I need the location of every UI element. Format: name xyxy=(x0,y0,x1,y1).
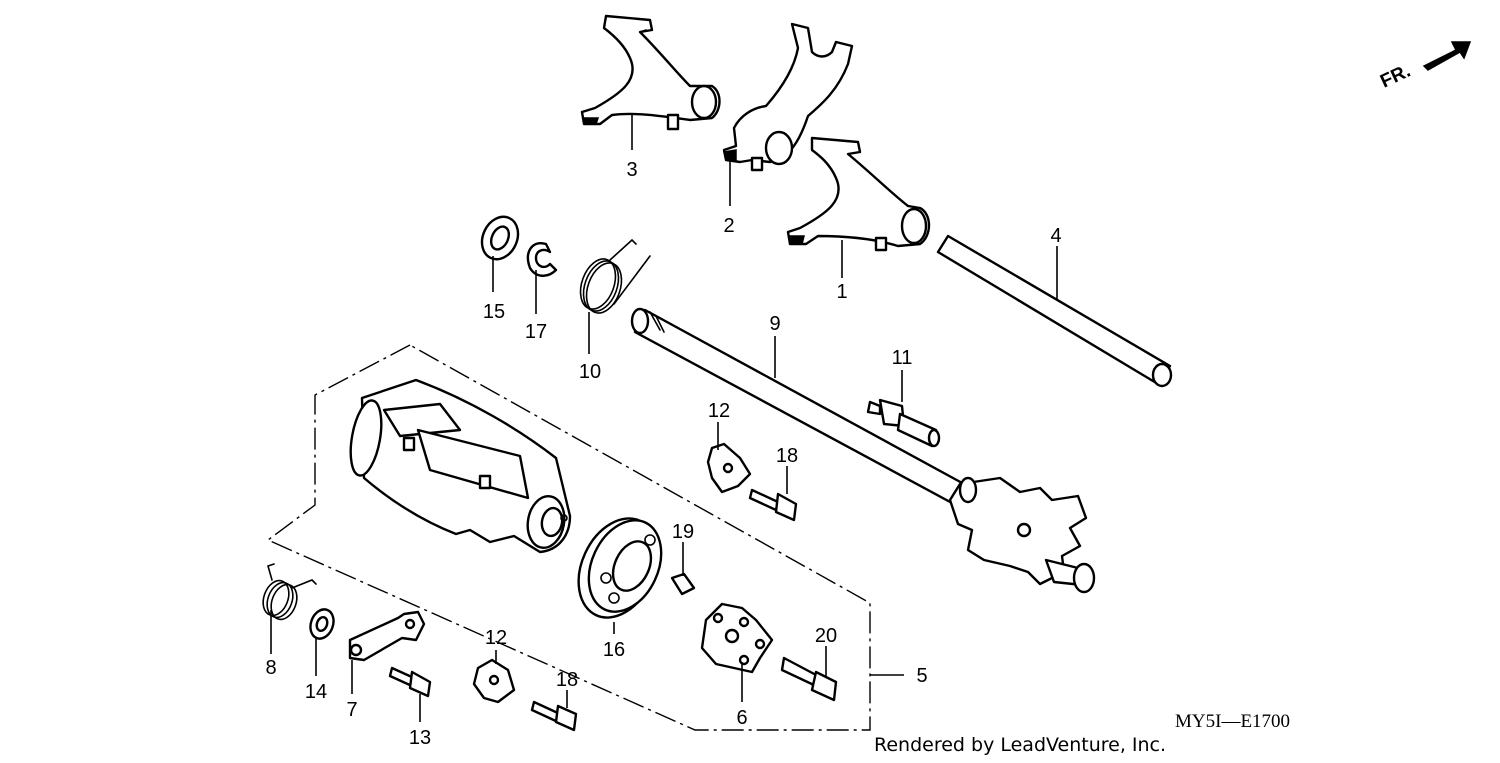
callout-18-lower: 18 xyxy=(556,669,578,691)
front-label: FR. xyxy=(1377,61,1414,93)
washer-15[interactable] xyxy=(475,211,524,265)
callout-16: 16 xyxy=(603,639,625,661)
callout-6: 6 xyxy=(736,707,747,729)
spring-8[interactable] xyxy=(259,563,317,623)
render-credit: Rendered by LeadVenture, Inc. xyxy=(874,734,1166,756)
callout-12-lower: 12 xyxy=(485,627,507,649)
stopper-arm-7[interactable] xyxy=(348,610,426,662)
fork-shaft-4[interactable] xyxy=(936,234,1173,388)
shift-fork-1[interactable] xyxy=(786,136,931,252)
plate-12-lower[interactable] xyxy=(472,658,516,704)
callout-11: 11 xyxy=(892,347,913,369)
shift-drum[interactable] xyxy=(346,378,572,554)
callout-12-upper: 12 xyxy=(708,400,730,422)
front-arrow-icon xyxy=(1422,41,1472,71)
callout-3: 3 xyxy=(626,159,637,181)
bearing-16[interactable] xyxy=(563,506,675,631)
plate-12-upper[interactable] xyxy=(706,442,752,494)
bolt-18-upper[interactable] xyxy=(748,488,798,522)
pin-11[interactable] xyxy=(866,398,941,448)
snap-ring-17[interactable] xyxy=(526,242,558,277)
shift-fork-3[interactable] xyxy=(580,14,721,131)
callout-18-upper: 18 xyxy=(776,445,798,467)
callout-15: 15 xyxy=(483,301,505,323)
bolt-20[interactable] xyxy=(780,656,838,702)
callout-9: 9 xyxy=(769,313,780,335)
callout-19: 19 xyxy=(672,521,694,543)
dowel-pin-19[interactable] xyxy=(670,572,696,596)
drum-center-6[interactable] xyxy=(700,602,774,674)
callout-1: 1 xyxy=(836,281,847,303)
callout-14: 14 xyxy=(305,681,327,703)
diagram-code: MY5I—E1700 xyxy=(1175,711,1290,732)
callout-8: 8 xyxy=(265,657,276,679)
callout-17: 17 xyxy=(525,321,547,343)
callout-2: 2 xyxy=(723,215,734,237)
bolt-13[interactable] xyxy=(388,666,432,698)
front-direction-indicator: FR. xyxy=(1377,41,1472,93)
bolt-18-lower[interactable] xyxy=(530,700,578,732)
assembly-5-boundary xyxy=(266,344,871,731)
washer-14[interactable] xyxy=(307,606,338,642)
callout-5: 5 xyxy=(916,665,927,687)
return-spring-10[interactable] xyxy=(574,238,651,318)
callout-10: 10 xyxy=(579,361,601,383)
callout-7: 7 xyxy=(346,699,357,721)
shift-fork-2[interactable] xyxy=(722,22,854,172)
gearshift-spindle-9[interactable] xyxy=(630,307,1096,594)
callout-4: 4 xyxy=(1050,225,1061,247)
callout-20: 20 xyxy=(815,625,837,647)
callout-13: 13 xyxy=(409,727,431,749)
